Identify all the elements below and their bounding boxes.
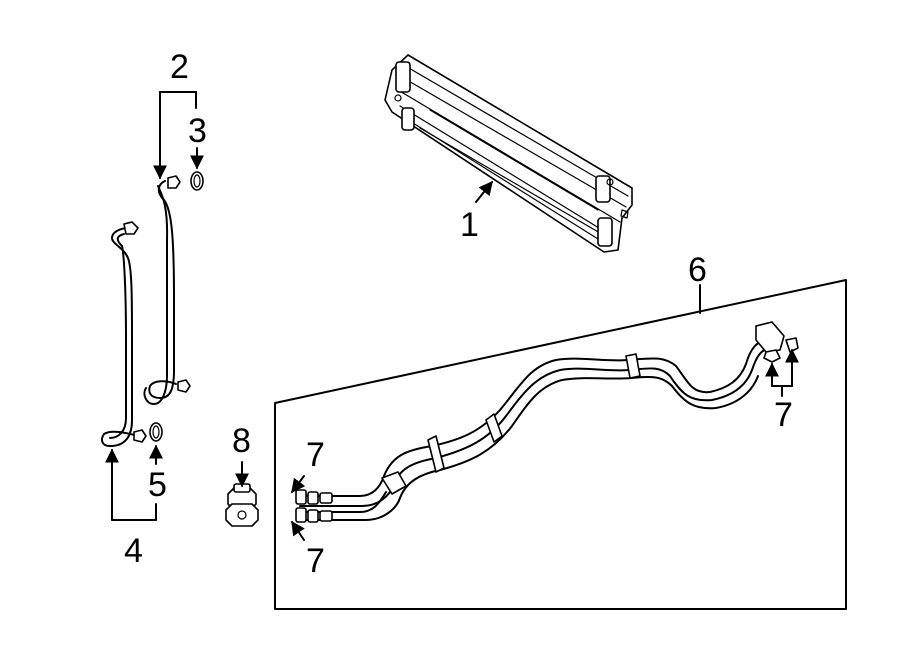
- cooler-line-lower: [101, 221, 147, 447]
- o-ring-upper: [190, 171, 204, 191]
- callout-1: 1: [460, 206, 479, 244]
- callout-5: 5: [148, 466, 167, 504]
- assembly-boundary: [274, 279, 847, 610]
- connector-fitting: [225, 483, 259, 527]
- cooler-line-assembly: [295, 321, 799, 523]
- callout-7-left-upper: 7: [306, 436, 325, 474]
- callout-3: 3: [188, 112, 207, 150]
- callout-8: 8: [232, 422, 251, 460]
- cooler-line-upper: [143, 175, 191, 405]
- callout-6: 6: [688, 251, 707, 289]
- callout-2: 2: [170, 48, 189, 86]
- leader-lines: [105, 91, 799, 541]
- callout-7-left-lower: 7: [306, 542, 325, 580]
- callout-4: 4: [124, 532, 143, 570]
- callout-7-right: 7: [774, 396, 793, 434]
- oil-cooler: [384, 54, 633, 253]
- o-ring-lower: [149, 422, 163, 442]
